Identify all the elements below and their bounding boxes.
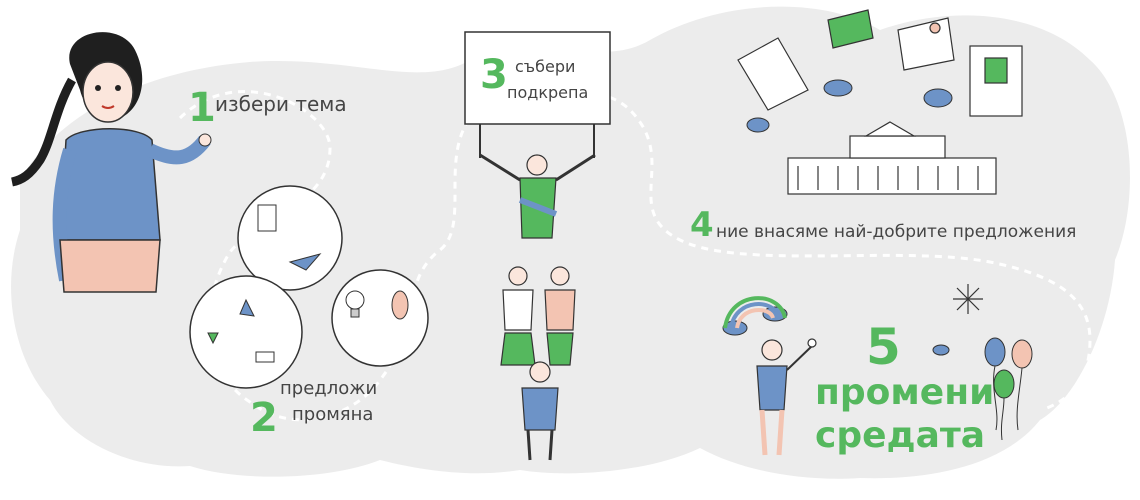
sign-board-icon: [464, 31, 611, 158]
step-1-number: 1: [188, 85, 216, 131]
step-2-number: 2: [250, 395, 278, 441]
step-2-label-line1: предложи: [280, 378, 378, 399]
step-4-number: 4: [690, 205, 714, 245]
step-3-number: 3: [480, 52, 508, 98]
woman-pointing-icon: [10, 32, 212, 293]
step-5-number: 5: [866, 318, 901, 376]
bird-icon: [932, 344, 950, 356]
step-1-label: избери тема: [215, 92, 347, 116]
parliament-building-icon: [787, 121, 997, 195]
rainbow-icon: [723, 296, 787, 329]
sun-icon: [953, 284, 983, 314]
step-5-label-line2: средата: [815, 415, 986, 456]
step-3-label-line1: събери: [515, 57, 576, 76]
document-icon: [737, 37, 1023, 117]
step-5-label-line1: промени: [815, 372, 995, 413]
human-pyramid-icon: [479, 153, 596, 461]
envelope-icon: [827, 9, 955, 71]
step-4-label: ние внасяме най-добрите предложения: [716, 222, 1077, 242]
step-3-label-line2: подкрепа: [507, 83, 589, 102]
lightbulb-icon: [345, 290, 409, 320]
paper-plane-icon: [207, 204, 322, 363]
child-with-flower-icon: [756, 338, 817, 456]
step-2-label-line2: промяна: [292, 404, 374, 425]
balloons-icon: [984, 337, 1033, 441]
